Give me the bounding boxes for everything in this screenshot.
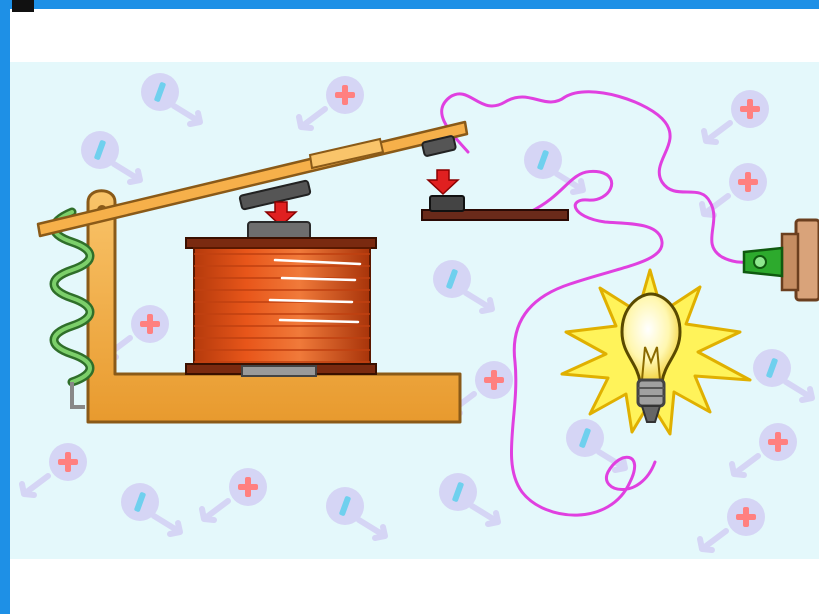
frame-top-border xyxy=(0,0,819,9)
corner-mark xyxy=(12,0,34,12)
relay-illustration xyxy=(10,62,819,559)
electromagnet-coil xyxy=(186,222,376,376)
frame-left-border xyxy=(0,0,10,614)
